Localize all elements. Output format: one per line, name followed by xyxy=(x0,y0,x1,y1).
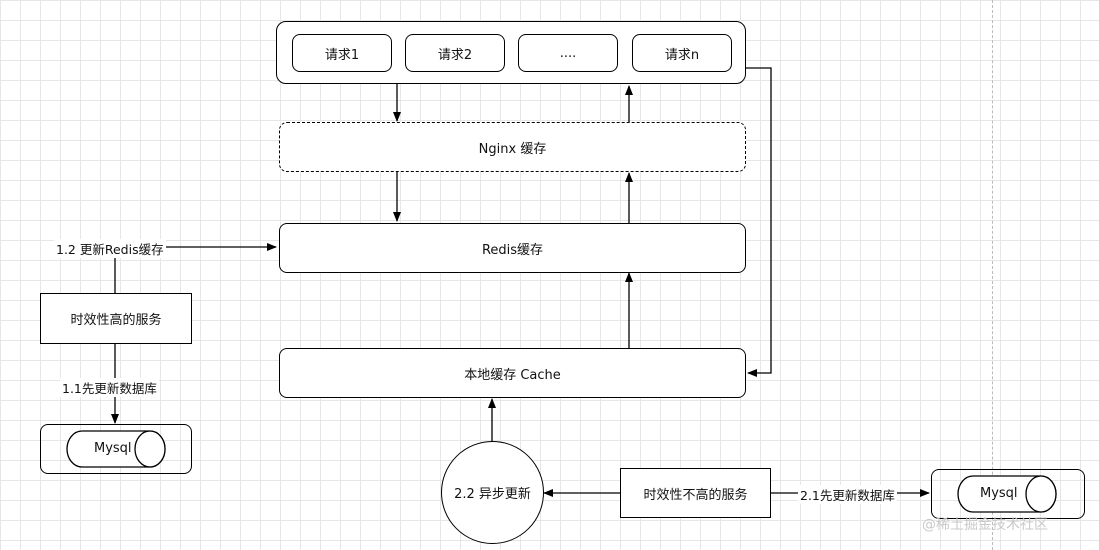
request-ellipsis-label: .... xyxy=(559,45,577,61)
request-1-label: 请求1 xyxy=(324,47,360,63)
dashed-divider xyxy=(992,0,993,550)
watermark: @稀土掘金技术社区 xyxy=(922,517,1048,533)
request-2-box: 请求2 xyxy=(405,34,505,72)
local-cache-box: 本地缓存 Cache xyxy=(279,348,746,398)
nginx-cache-label: Nginx 缓存 xyxy=(478,141,547,157)
cylinder-shapes xyxy=(66,430,1057,513)
async-update-label: 2.2 异步更新 xyxy=(454,487,531,502)
update-db-first-label-right: 2.1先更新数据库 xyxy=(798,485,897,504)
mysql-right-container xyxy=(931,469,1085,519)
request-1-box: 请求1 xyxy=(292,34,392,72)
mysql-left-container xyxy=(40,424,192,474)
high-timeliness-service-label: 时效性高的服务 xyxy=(70,313,162,328)
request-ellipsis-box: .... xyxy=(518,34,618,72)
request-n-label: 请求n xyxy=(664,47,700,63)
request-n-box: 请求n xyxy=(632,34,732,72)
local-cache-label: 本地缓存 Cache xyxy=(464,367,561,383)
redis-cache-label: Redis缓存 xyxy=(481,242,544,258)
low-timeliness-service-box: 时效性不高的服务 xyxy=(620,468,771,518)
high-timeliness-service-box: 时效性高的服务 xyxy=(40,293,192,344)
async-update-circle: 2.2 异步更新 xyxy=(441,441,544,544)
redis-cache-box: Redis缓存 xyxy=(279,223,746,273)
low-timeliness-service-label: 时效性不高的服务 xyxy=(643,487,748,503)
update-db-first-label-left: 1.1先更新数据库 xyxy=(60,378,159,397)
update-redis-label: 1.2 更新Redis缓存 xyxy=(54,239,166,258)
request-2-label: 请求2 xyxy=(437,47,473,63)
nginx-cache-box: Nginx 缓存 xyxy=(279,122,746,172)
mysql-left-label: Mysql xyxy=(94,441,132,456)
mysql-right-label: Mysql xyxy=(980,486,1018,501)
